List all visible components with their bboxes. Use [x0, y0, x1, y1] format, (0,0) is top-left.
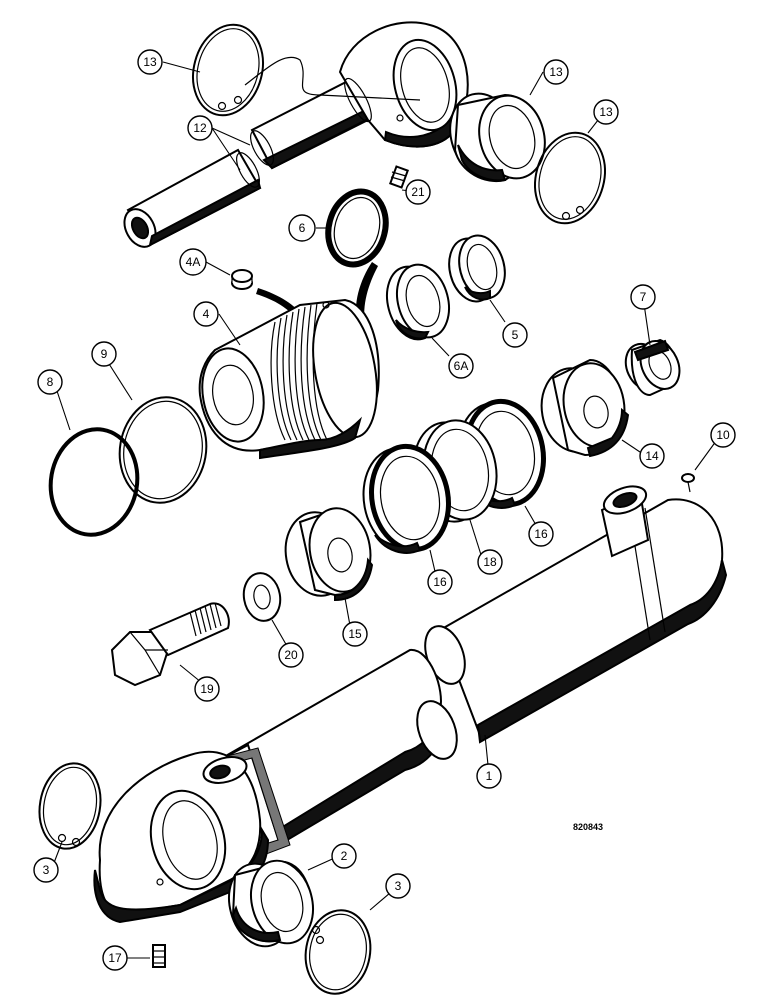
retaining-ring-3-left — [38, 762, 102, 850]
svg-text:15: 15 — [348, 627, 362, 641]
piston-seal-16-left — [362, 443, 451, 554]
callout-2: 2 — [331, 843, 357, 869]
svg-text:8: 8 — [47, 375, 54, 389]
callout-16-left: 16 — [427, 569, 453, 595]
svg-text:10: 10 — [716, 428, 730, 442]
svg-text:19: 19 — [200, 682, 214, 696]
callout-6: 6A — [448, 353, 474, 379]
piston-14 — [540, 358, 630, 458]
cylinder-gland-4 — [198, 298, 380, 460]
svg-text:16: 16 — [433, 575, 447, 589]
retaining-ring-13-left — [192, 23, 264, 117]
seal-6 — [386, 263, 450, 341]
backup-ring-9 — [118, 396, 208, 504]
bolt-18 — [110, 602, 230, 687]
locknut-7 — [624, 338, 681, 397]
callout-13-right: 13 — [593, 99, 619, 125]
piston-rod — [123, 78, 374, 248]
drawing-code: 820843 — [573, 822, 603, 832]
svg-text:9: 9 — [101, 347, 108, 361]
bushing-2 — [228, 859, 314, 948]
svg-text:4A: 4A — [186, 255, 201, 269]
grease-fitting-21 — [389, 165, 409, 189]
callout-4a: 4A — [179, 248, 207, 276]
retaining-ring-3-right — [304, 909, 372, 995]
svg-text:21: 21 — [411, 185, 425, 199]
callout-1: 1 — [476, 763, 502, 789]
o-ring-6a — [325, 188, 389, 268]
callout-11: 12 — [187, 115, 213, 141]
o-ring-8 — [48, 427, 140, 537]
svg-text:13: 13 — [599, 105, 613, 119]
svg-text:5: 5 — [512, 328, 519, 342]
callout-14: 14 — [639, 443, 665, 469]
grease-fitting-20 — [152, 944, 166, 968]
callout-5: 5 — [502, 322, 528, 348]
rod-eye — [244, 21, 469, 148]
callout-16-right: 16 — [528, 521, 554, 547]
svg-text:16: 16 — [534, 527, 548, 541]
svg-text:4: 4 — [203, 307, 210, 321]
callout-18: 19 — [194, 676, 220, 702]
svg-text:3: 3 — [43, 863, 50, 877]
bleed-screw-10 — [681, 473, 695, 493]
svg-text:6A: 6A — [454, 359, 469, 373]
bushing-12 — [449, 92, 546, 183]
callout-8: 8 — [37, 369, 63, 395]
callout-3-left: 3 — [33, 857, 59, 883]
piston-15 — [284, 507, 374, 602]
cylinder-barrel-1 — [208, 485, 728, 864]
svg-text:14: 14 — [645, 449, 659, 463]
svg-text:6: 6 — [299, 221, 306, 235]
callout-15: 15 — [342, 621, 368, 647]
callout-20: 17 — [102, 945, 128, 971]
svg-text:18: 18 — [483, 555, 497, 569]
svg-text:3: 3 — [395, 879, 402, 893]
svg-text:13: 13 — [549, 65, 563, 79]
washer-19 — [242, 572, 282, 622]
callout-19: 20 — [278, 642, 304, 668]
callout-7: 7 — [630, 284, 656, 310]
svg-text:17: 17 — [108, 951, 122, 965]
callout-21: 21 — [405, 179, 431, 205]
callout-9: 9 — [91, 341, 117, 367]
callout-10: 10 — [710, 422, 736, 448]
callout-17: 18 — [477, 549, 503, 575]
svg-text:12: 12 — [193, 121, 207, 135]
callout-6a: 6 — [288, 214, 316, 242]
svg-text:20: 20 — [284, 648, 298, 662]
svg-text:1: 1 — [486, 769, 493, 783]
svg-text:2: 2 — [341, 849, 348, 863]
cylinder-eye — [93, 750, 270, 924]
wiper-5 — [448, 234, 506, 303]
svg-text:13: 13 — [143, 55, 157, 69]
retaining-ring-13-right — [534, 131, 606, 225]
callout-13-top: 13 — [137, 49, 163, 75]
svg-text:7: 7 — [640, 290, 647, 304]
callout-3-right: 3 — [385, 873, 411, 899]
callout-12: 13 — [543, 59, 569, 85]
callout-4: 4 — [193, 301, 219, 327]
